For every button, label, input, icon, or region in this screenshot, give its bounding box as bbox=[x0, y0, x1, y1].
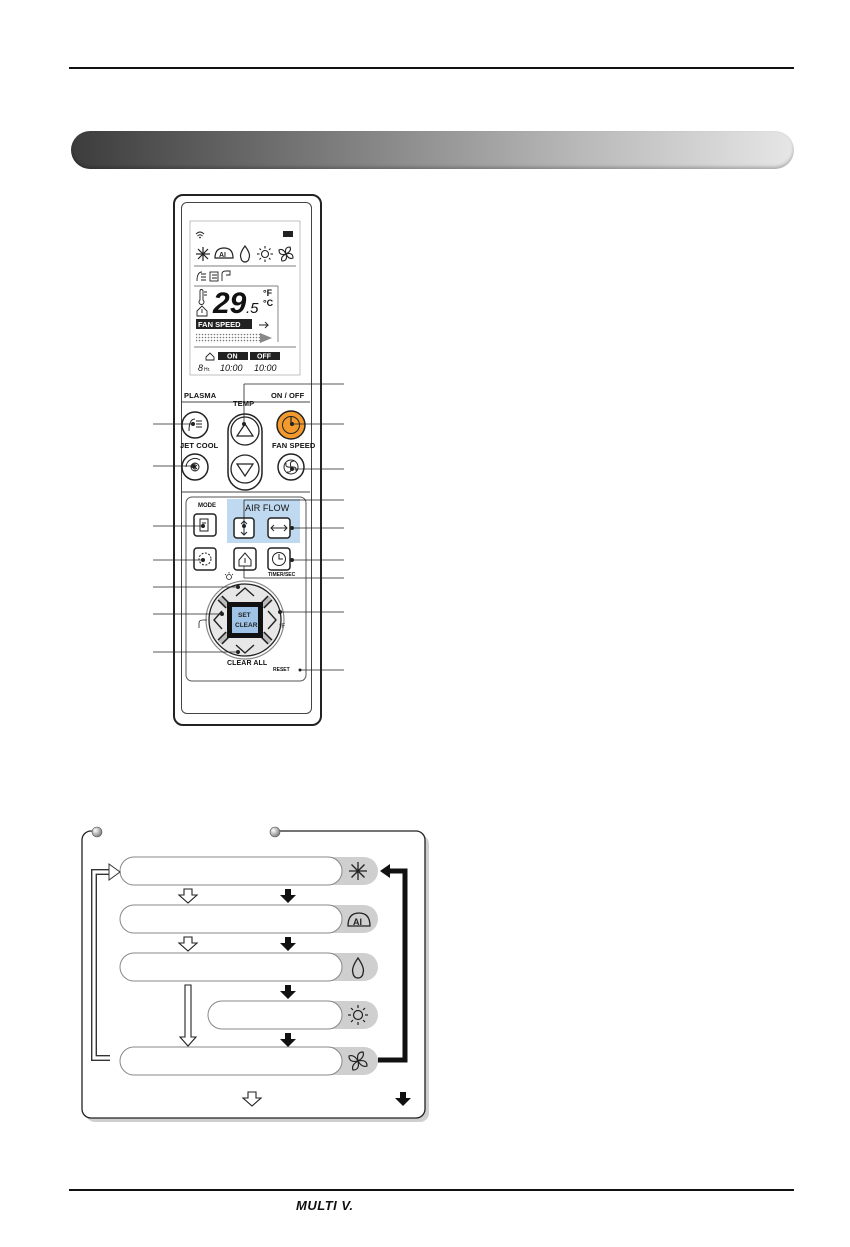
plasma-label: PLASMA bbox=[184, 391, 217, 400]
lcd-hours-value: 8 bbox=[198, 363, 203, 373]
light-icon bbox=[224, 572, 234, 580]
solid-down-arrows bbox=[280, 889, 411, 1106]
lcd-temperature: 29 bbox=[212, 287, 247, 320]
footer-rule bbox=[69, 1189, 794, 1191]
battery-icon bbox=[283, 231, 293, 237]
fan-speed-icon bbox=[283, 459, 299, 475]
air-flow-label: AIR FLOW bbox=[245, 503, 290, 513]
function-button[interactable] bbox=[193, 547, 217, 571]
left-callouts bbox=[153, 421, 240, 655]
lcd-frame bbox=[189, 220, 301, 376]
drop-icon bbox=[351, 956, 365, 979]
lcd-unit-c: °C bbox=[263, 298, 274, 308]
arrow-down-icon bbox=[235, 644, 255, 654]
ai-mode-icon: AI bbox=[214, 247, 234, 259]
clear-label: CLEAR bbox=[235, 622, 258, 629]
set-clear-button[interactable] bbox=[232, 607, 258, 633]
arrow-up-icon bbox=[235, 587, 255, 597]
fan-icon bbox=[348, 1051, 368, 1071]
clear-all-label: CLEAR ALL bbox=[227, 660, 268, 667]
arrow-right-icon bbox=[267, 610, 277, 630]
signal-icon bbox=[195, 231, 205, 237]
swing-arrow-icon bbox=[259, 321, 270, 329]
mode-pill-cool bbox=[119, 856, 378, 886]
right-callouts bbox=[241, 383, 344, 671]
arrow-down-icon bbox=[235, 463, 255, 478]
lcd-fan-speed-label: FAN SPEED bbox=[198, 320, 241, 329]
mode-pill-fan bbox=[119, 1046, 378, 1076]
lcd-timer-off: 10:00 bbox=[254, 363, 277, 373]
lcd-on-label: ON bbox=[227, 354, 238, 361]
plasma-icon bbox=[188, 418, 202, 432]
fan-icon bbox=[278, 246, 294, 262]
temp-up-button[interactable] bbox=[230, 416, 260, 446]
sun-icon bbox=[257, 246, 273, 262]
lcd-hours-unit: Hr. bbox=[204, 367, 210, 373]
remote-face bbox=[181, 202, 312, 714]
temp-label: TEMP bbox=[233, 399, 255, 408]
timer-sec-label: TIMER/SEC bbox=[268, 572, 296, 578]
snowflake-icon bbox=[196, 247, 210, 261]
lcd-temperature-decimal: .5 bbox=[246, 300, 259, 317]
section-title-bar bbox=[71, 131, 794, 169]
mode-pill-heat bbox=[207, 1000, 378, 1030]
home-icon bbox=[196, 305, 208, 317]
thermometer-icon bbox=[198, 289, 207, 305]
ai-mode-icon: AI bbox=[347, 912, 371, 927]
jet-mode-small-icon bbox=[198, 619, 207, 628]
long-hollow-arrow bbox=[178, 984, 198, 1047]
fan-speed-bar bbox=[196, 333, 272, 343]
set-label: SET bbox=[238, 612, 251, 619]
temp-down-button[interactable] bbox=[230, 454, 260, 484]
sun-icon bbox=[348, 1005, 368, 1025]
mode-pill-ai bbox=[119, 904, 378, 934]
jet-cool-icon bbox=[185, 457, 201, 472]
svg-text:AI: AI bbox=[353, 917, 362, 927]
clock-icon bbox=[272, 552, 286, 566]
jet-cool-label: JET COOL bbox=[180, 441, 219, 450]
diagram-bullet-right bbox=[269, 826, 281, 838]
drop-icon bbox=[239, 244, 251, 263]
temp-unit-icon: °F bbox=[279, 624, 285, 630]
arrow-up-icon bbox=[235, 422, 255, 437]
lcd-timer-on: 10:00 bbox=[220, 363, 243, 373]
on-off-label: ON / OFF bbox=[271, 391, 305, 400]
power-icon bbox=[282, 416, 300, 434]
reset-label: RESET bbox=[273, 667, 290, 673]
svg-text:AI: AI bbox=[219, 252, 226, 259]
mode-label: MODE bbox=[198, 503, 216, 509]
diagram-bullet-left bbox=[91, 826, 103, 838]
multi-v-logo: MULTI V. bbox=[296, 1198, 354, 1213]
snowflake-icon bbox=[349, 862, 367, 880]
hollow-down-arrows bbox=[177, 888, 263, 1107]
fan-speed-label: FAN SPEED bbox=[272, 441, 316, 450]
plasma-button[interactable] bbox=[181, 411, 209, 439]
header-rule bbox=[69, 67, 794, 69]
mode-pill-dry bbox=[119, 952, 378, 982]
lcd-unit-f: °F bbox=[263, 288, 273, 298]
lcd-off-label: OFF bbox=[257, 354, 272, 361]
